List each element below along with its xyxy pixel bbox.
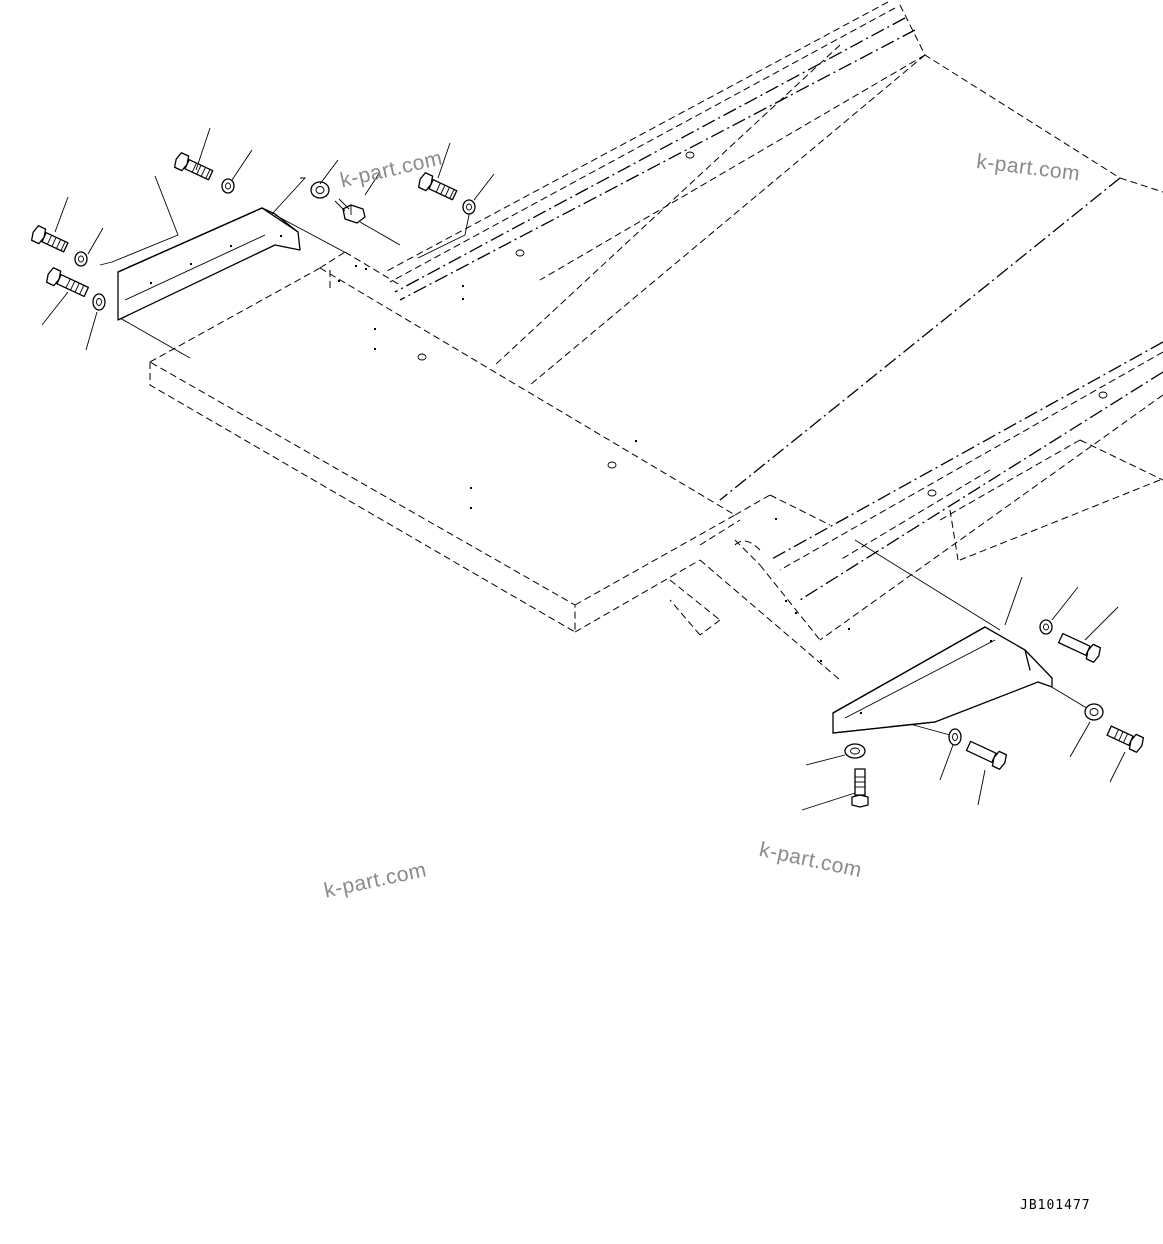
frame-phantom-outline [149,251,850,681]
bolt-6 [965,740,1008,770]
bolt-3 [173,152,214,181]
left-cover-plate [117,207,301,321]
bolt-1 [30,225,69,253]
bolt-4 [417,172,458,201]
reference-leaders [41,127,1126,811]
washers [74,178,1104,759]
bolt-5 [1057,632,1102,663]
body-phantom-outline [384,1,1163,641]
nut-1 [334,198,366,224]
bolt-7 [851,768,869,808]
bolt-8 [1106,725,1145,753]
right-bracket-plate [832,626,1053,734]
bolt-2 [45,267,90,298]
drawing-number: JB101477 [1020,1198,1091,1213]
